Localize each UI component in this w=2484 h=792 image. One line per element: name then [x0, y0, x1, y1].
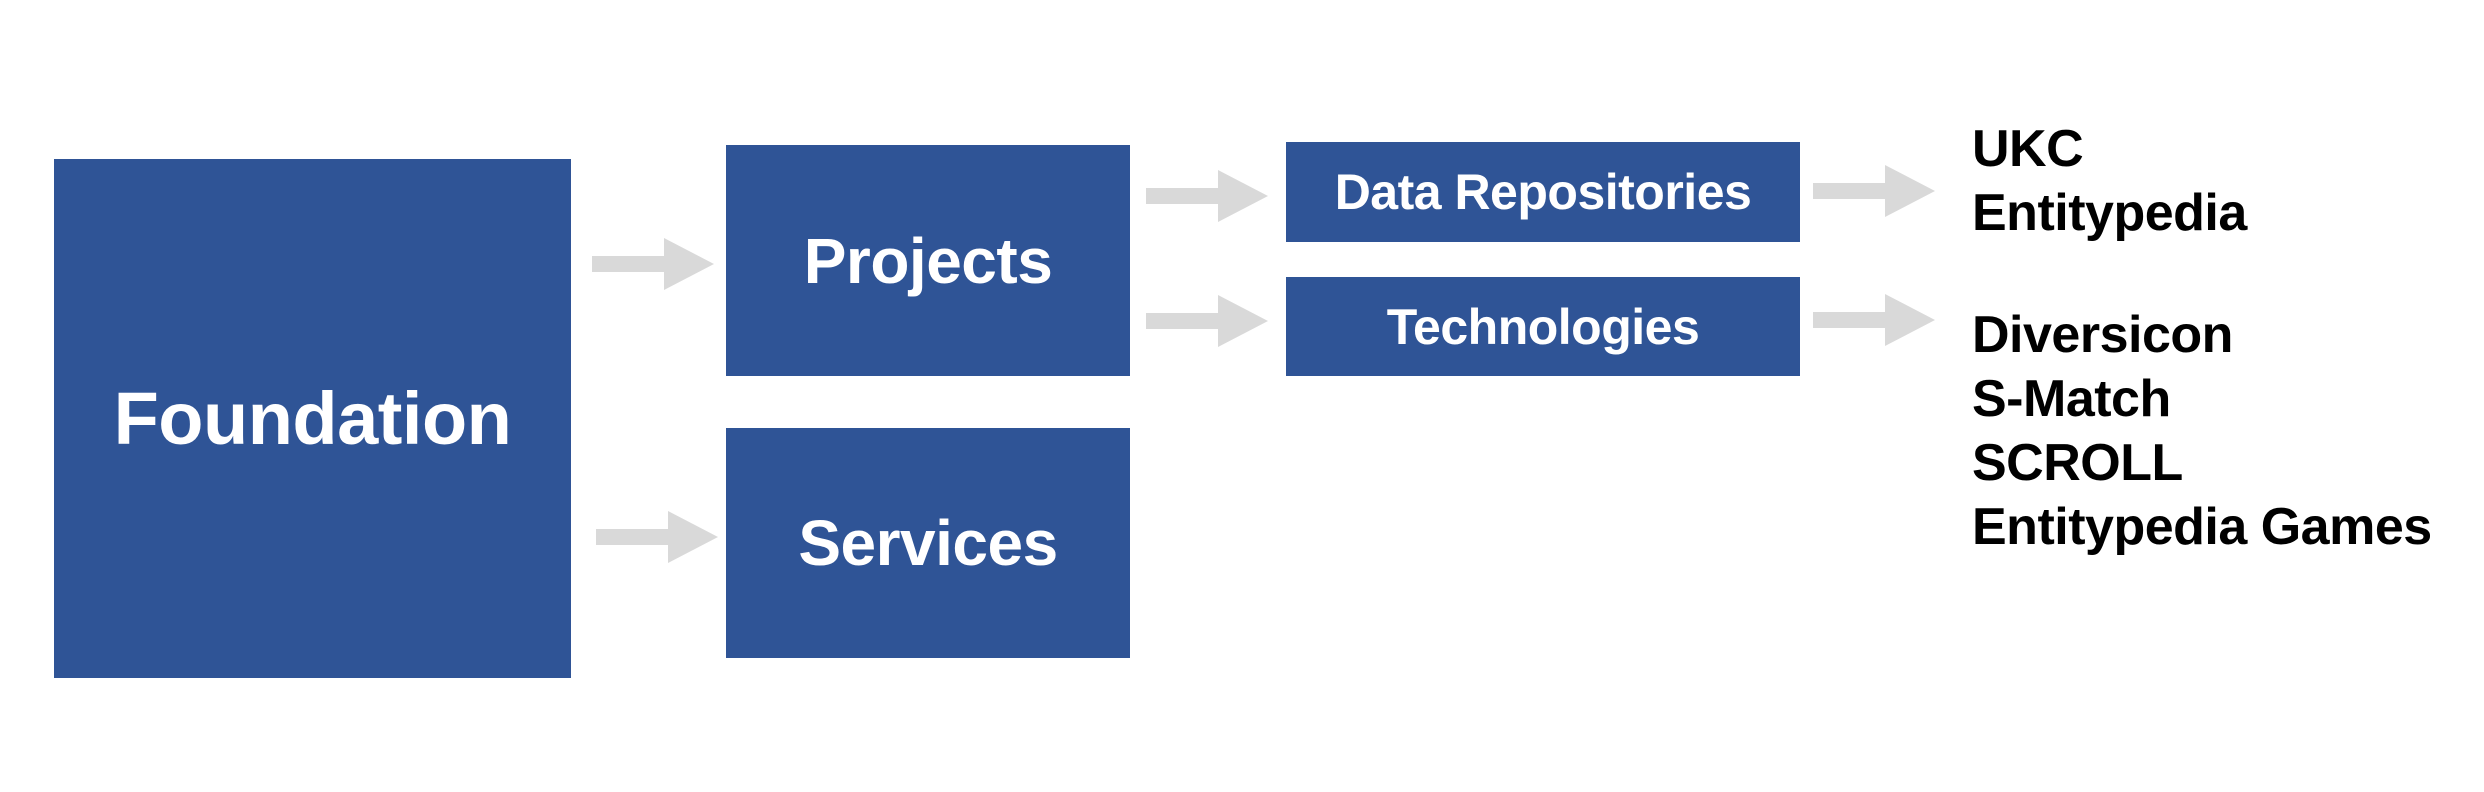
output-item-s-match: S-Match	[1972, 370, 2171, 428]
arrow-right-icon-projects-to-technologies	[1146, 295, 1268, 347]
node-foundation: Foundation	[54, 159, 571, 678]
arrow-head	[664, 238, 714, 290]
node-technologies: Technologies	[1286, 277, 1800, 376]
arrow-shaft	[1813, 312, 1887, 328]
output-item-diversicon: Diversicon	[1972, 306, 2233, 364]
output-item-ukc: UKC	[1972, 120, 2084, 178]
arrow-shaft	[596, 529, 670, 545]
node-data-repositories: Data Repositories	[1286, 142, 1800, 242]
node-technologies-label: Technologies	[1386, 298, 1700, 355]
arrow-shaft	[1146, 313, 1220, 329]
data-repositories-output-list: UKC Entitypedia	[1972, 117, 2247, 245]
output-item-entitypedia: Entitypedia	[1972, 184, 2247, 242]
arrow-shaft	[592, 256, 666, 272]
node-services-label: Services	[798, 507, 1058, 579]
output-item-entitypedia-games: Entitypedia Games	[1972, 498, 2432, 556]
node-foundation-label: Foundation	[113, 377, 512, 460]
arrow-head	[1218, 295, 1268, 347]
arrow-head	[1885, 294, 1935, 346]
arrow-right-icon-data-repositories-to-outputs	[1813, 165, 1935, 217]
arrow-head	[1218, 170, 1268, 222]
node-projects: Projects	[726, 145, 1130, 376]
node-projects-label: Projects	[803, 224, 1053, 297]
output-item-scroll: SCROLL	[1972, 434, 2183, 492]
arrow-head	[668, 511, 718, 563]
arrow-right-icon-projects-to-data-repositories	[1146, 170, 1268, 222]
arrow-head	[1885, 165, 1935, 217]
arrow-right-icon-foundation-to-services	[596, 511, 718, 563]
node-data-repositories-label: Data Repositories	[1334, 164, 1752, 220]
node-services: Services	[726, 428, 1130, 658]
arrow-right-icon-foundation-to-projects	[592, 238, 714, 290]
arrow-shaft	[1146, 188, 1220, 204]
arrow-right-icon-technologies-to-outputs	[1813, 294, 1935, 346]
arrow-shaft	[1813, 183, 1887, 199]
technologies-output-list: Diversicon S-Match SCROLL Entitypedia Ga…	[1972, 303, 2432, 559]
